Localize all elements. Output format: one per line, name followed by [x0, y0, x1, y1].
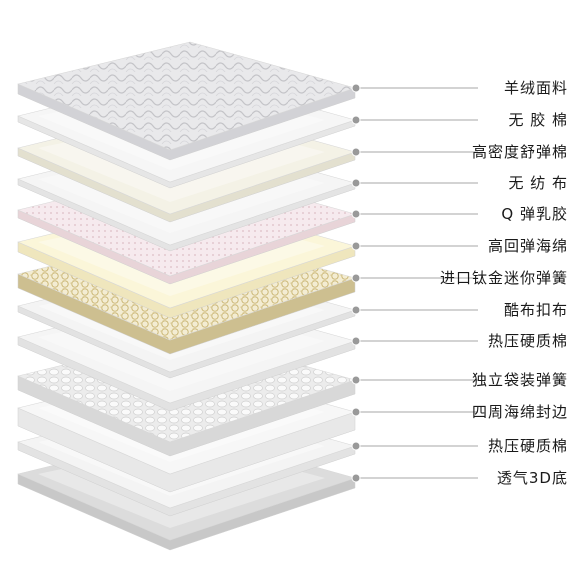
layers-group — [17, 41, 357, 551]
layer-label: 高密度舒弹棉 — [471, 143, 568, 161]
layer-label: Q 弹乳胶 — [501, 205, 568, 223]
leader-dot — [351, 115, 361, 125]
layer-label: 透气3D底 — [496, 469, 568, 487]
layer-label: 无 纺 布 — [508, 174, 568, 192]
leader-dot — [351, 178, 361, 188]
leader-dot — [351, 83, 361, 93]
leader-lines — [351, 83, 478, 483]
layer-label: 酷布扣布 — [503, 301, 568, 319]
leader-dot — [351, 305, 361, 315]
leader-dot — [351, 375, 361, 385]
leader-dot — [351, 407, 361, 417]
layer-label: 独立袋装弹簧 — [471, 371, 568, 389]
leader-dot — [351, 473, 361, 483]
layer-label: 四周海绵封边 — [471, 403, 568, 421]
layer-label: 高回弹海绵 — [487, 237, 568, 255]
layer-label: 热压硬质棉 — [487, 332, 568, 350]
leader-dot — [351, 273, 361, 283]
leader-dot — [351, 241, 361, 251]
leader-dot — [351, 441, 361, 451]
layer-label: 无 胶 棉 — [508, 111, 568, 129]
layer-label: 进口钛金迷你弹簧 — [439, 269, 568, 287]
layer-label: 羊绒面料 — [503, 79, 568, 97]
layer-label: 热压硬质棉 — [487, 437, 568, 455]
leader-dot — [351, 209, 361, 219]
leader-dot — [351, 336, 361, 346]
leader-dot — [351, 147, 361, 157]
